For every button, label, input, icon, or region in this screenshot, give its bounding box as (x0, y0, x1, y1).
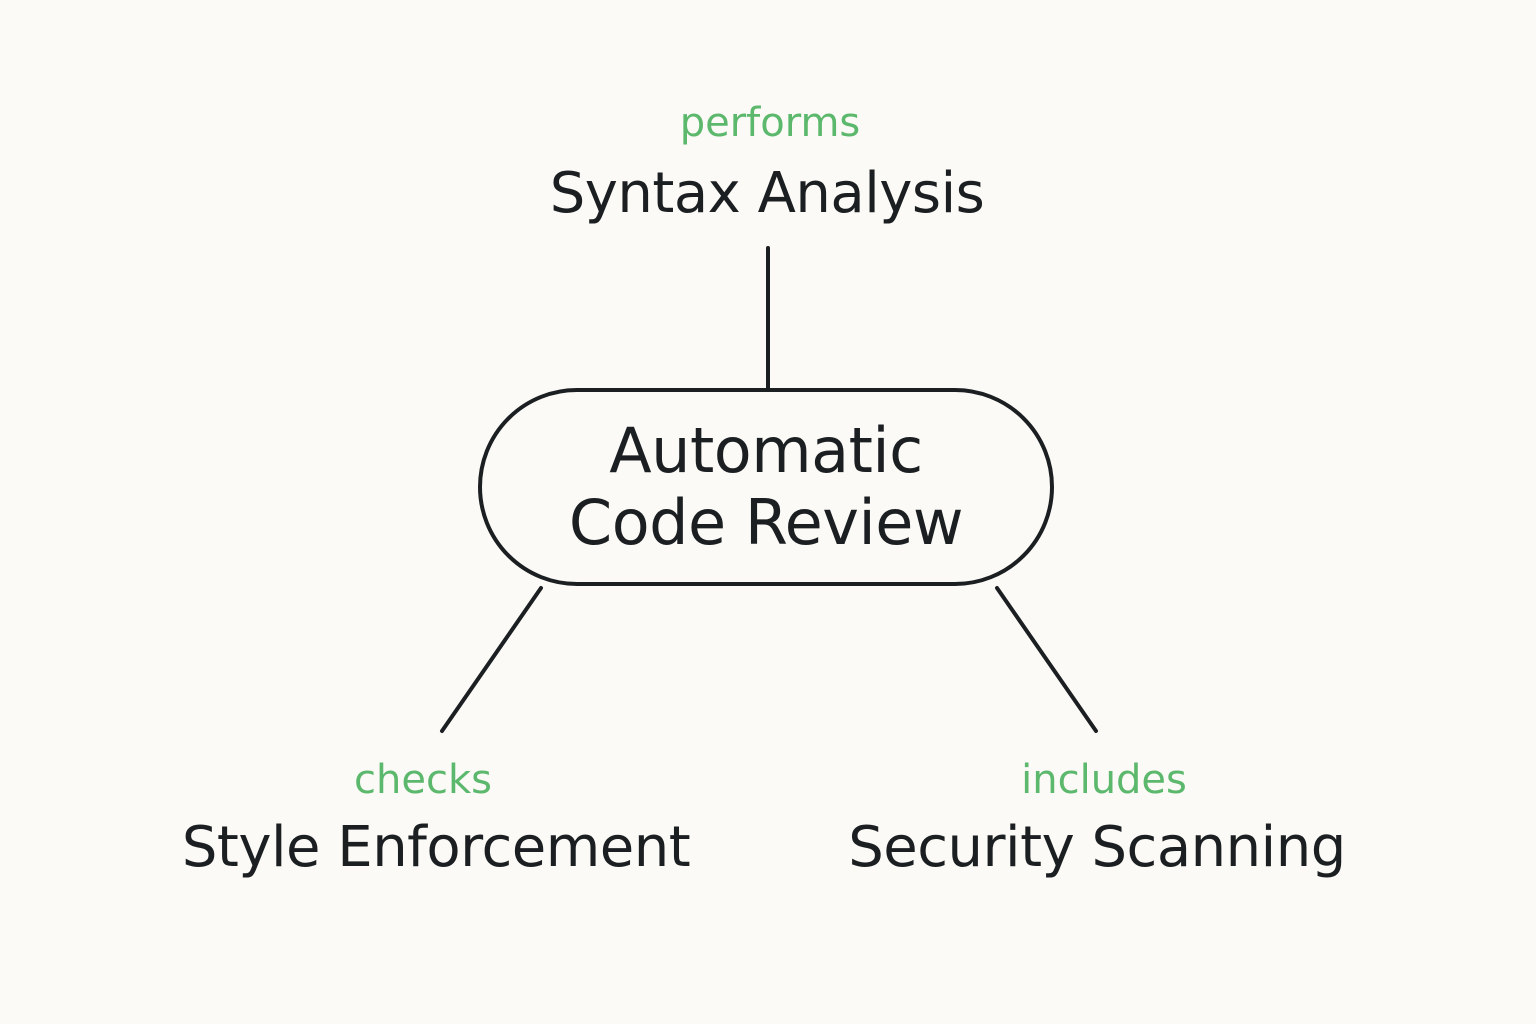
center-node: Automatic Code Review (478, 388, 1054, 586)
node-syntax-analysis: Syntax Analysis (549, 161, 985, 226)
relation-performs: performs (679, 100, 861, 146)
relation-checks: checks (354, 757, 492, 803)
connector-right (995, 586, 1098, 733)
node-style-enforcement: Style Enforcement (181, 815, 691, 880)
node-security-scanning: Security Scanning (848, 815, 1346, 880)
center-node-line-1: Automatic (609, 414, 923, 487)
relation-includes: includes (1021, 757, 1187, 803)
center-node-line-2: Code Review (568, 486, 964, 559)
connector-left (440, 586, 543, 733)
